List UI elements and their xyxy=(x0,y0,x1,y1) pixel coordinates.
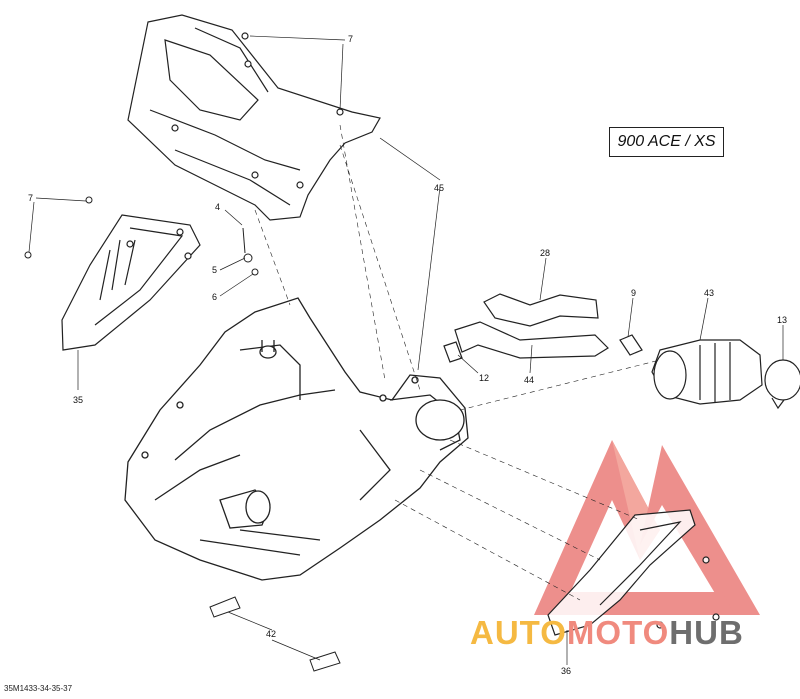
model-label: 900 ACE / XS xyxy=(609,127,724,157)
alignment-lines xyxy=(254,124,661,601)
callout-6: 6 xyxy=(212,292,217,302)
callout-28: 28 xyxy=(540,248,550,258)
callout-44: 44 xyxy=(524,375,534,385)
callout-42: 42 xyxy=(266,629,276,639)
callout-43: 43 xyxy=(704,288,714,298)
callout-13: 13 xyxy=(777,315,787,325)
watermark-part-auto: AUTO xyxy=(470,614,567,651)
callout-7-top: 7 xyxy=(348,34,353,44)
callout-9: 9 xyxy=(631,288,636,298)
watermark-text: AUTOMOTOHUB xyxy=(470,614,744,652)
intake-assembly xyxy=(619,334,800,410)
callouts: 7 7 4 5 6 35 45 28 9 43 13 12 44 42 36 xyxy=(28,34,787,676)
callout-5: 5 xyxy=(212,265,217,275)
right-filter-cover xyxy=(547,509,720,636)
callout-4: 4 xyxy=(215,202,220,212)
callout-35: 35 xyxy=(73,395,83,405)
drawing-number: 35M1433-34-35-37 xyxy=(4,684,73,693)
callout-7-left: 7 xyxy=(28,193,33,203)
mounting-pads xyxy=(209,596,341,672)
upper-intake-cover xyxy=(127,14,381,221)
callout-36: 36 xyxy=(561,666,571,676)
watermark-part-hub: HUB xyxy=(669,614,744,651)
leader-lines xyxy=(28,35,784,665)
fasteners xyxy=(24,196,259,276)
hoses xyxy=(443,293,609,363)
watermark-part-moto: MOTO xyxy=(566,614,670,651)
main-airbox xyxy=(124,297,469,581)
callout-45: 45 xyxy=(434,183,444,193)
left-filter-cover xyxy=(61,214,201,351)
callout-12: 12 xyxy=(479,373,489,383)
